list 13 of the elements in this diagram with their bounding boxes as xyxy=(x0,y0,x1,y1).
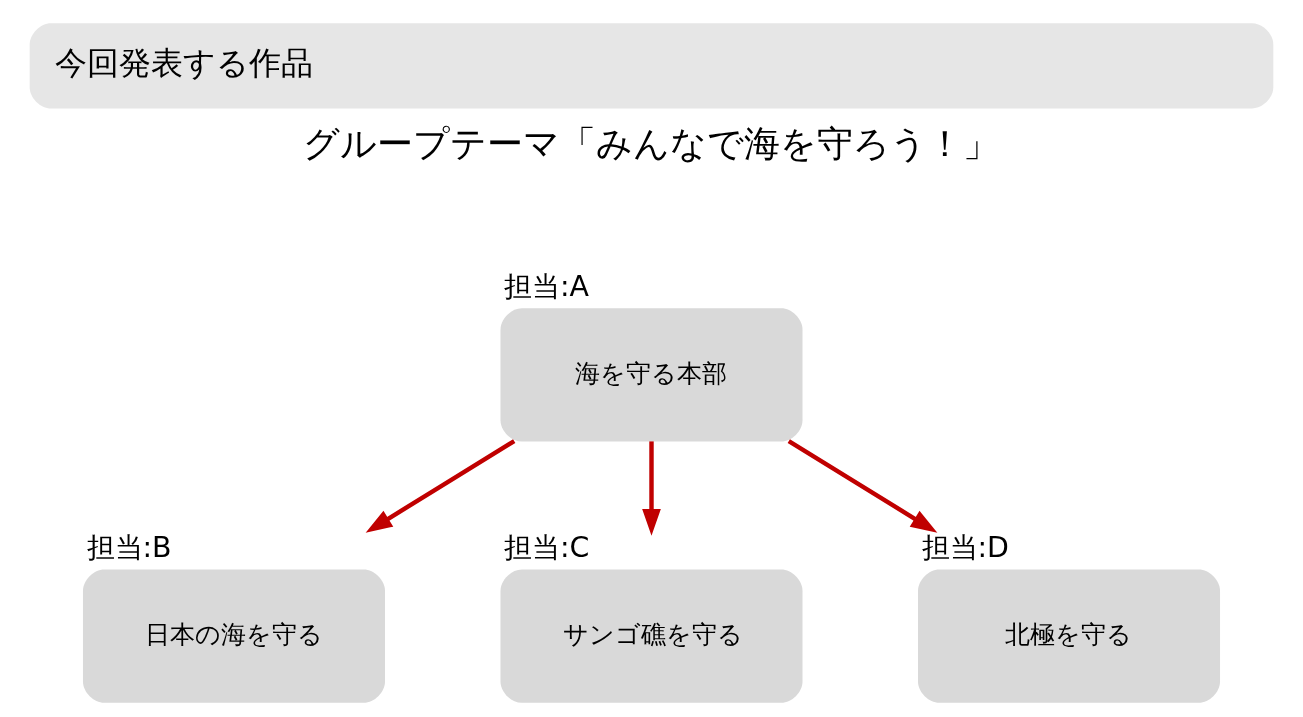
node-box: 北極を守る xyxy=(918,569,1221,703)
node-label: 担当:C xyxy=(504,530,590,564)
diagram-title: 今回発表する作品 xyxy=(54,43,313,82)
node-box: 海を守る本部 xyxy=(500,307,803,442)
node-label: 担当:A xyxy=(504,269,590,303)
node-label: 担当:D xyxy=(921,530,1009,564)
arrow xyxy=(642,440,661,536)
node-label: 担当:B xyxy=(86,530,172,564)
label: グループテーマ「みんなで海を守ろう！」 xyxy=(303,122,1000,164)
node-box: サンゴ礁を守る xyxy=(500,569,803,703)
node-box: 日本の海を守る xyxy=(82,569,385,703)
arrow xyxy=(365,438,516,533)
arrow xyxy=(787,438,938,533)
